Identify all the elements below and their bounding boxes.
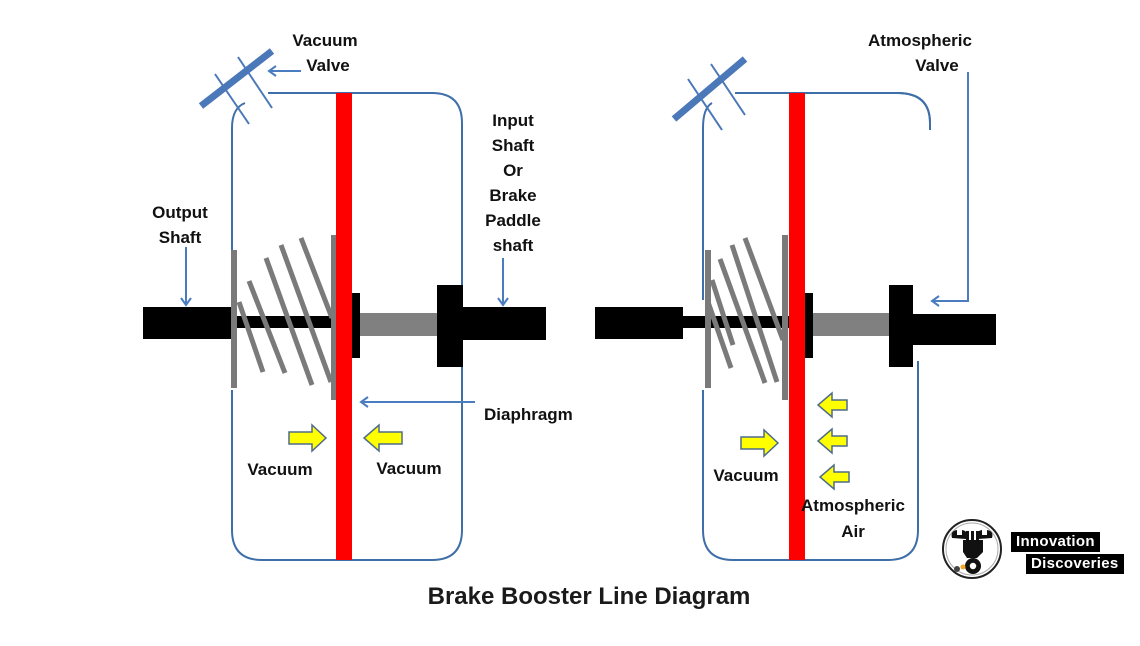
output-shaft-label-1: Output bbox=[152, 203, 208, 222]
right-return-spring bbox=[705, 237, 786, 384]
atmospheric-air-label-1: Atmospheric bbox=[801, 496, 905, 515]
input-shaft-label-4: Brake bbox=[489, 186, 536, 205]
right-diaphragm bbox=[789, 93, 805, 560]
input-shaft-label-1: Input bbox=[492, 111, 534, 130]
vacuum-valve-label-2: Valve bbox=[306, 56, 350, 75]
diagram-title: Brake Booster Line Diagram bbox=[428, 583, 751, 610]
input-shaft-label-2: Shaft bbox=[492, 136, 535, 155]
spring-plate-right bbox=[331, 235, 337, 400]
diaphragm-label: Diaphragm bbox=[484, 405, 573, 424]
right-left-chamber-vacuum-label: Vacuum bbox=[713, 466, 778, 485]
atmospheric-valve-pointer bbox=[930, 72, 969, 307]
right-spring-plate-right bbox=[782, 235, 788, 400]
output-shaft-label-2: Shaft bbox=[159, 228, 202, 247]
atmospheric-valve-label-1: Atmospheric bbox=[868, 31, 972, 50]
right-spring-plate-left bbox=[705, 250, 711, 388]
left-pressure-arrow-right bbox=[288, 423, 328, 453]
output-shaft-pointer bbox=[180, 247, 192, 307]
input-shaft-label-3: Or bbox=[503, 161, 523, 180]
vacuum-valve-icon bbox=[198, 48, 275, 125]
right-housing-top-right bbox=[735, 92, 931, 130]
return-spring bbox=[236, 237, 335, 386]
right-pressure-arrow-vacuum bbox=[740, 428, 780, 458]
atmospheric-air-label-2: Air bbox=[841, 522, 865, 541]
input-shaft-pointer bbox=[497, 258, 509, 307]
wrench-gear-logo-icon bbox=[942, 519, 1002, 579]
spring-plate-left bbox=[231, 250, 237, 388]
input-plunger bbox=[437, 285, 463, 367]
right-output-shaft bbox=[595, 307, 683, 339]
input-shaft-label-6: shaft bbox=[493, 236, 534, 255]
right-pressure-arrow-atm-2 bbox=[816, 427, 848, 455]
right-input-shaft bbox=[912, 314, 996, 345]
diaphragm-hub bbox=[352, 293, 360, 358]
left-chamber-vacuum-label: Vacuum bbox=[247, 460, 312, 479]
brand-name-line-1: Innovation bbox=[1011, 532, 1100, 552]
output-shaft bbox=[143, 307, 231, 339]
input-shaft bbox=[462, 307, 546, 340]
vacuum-valve-pointer bbox=[267, 65, 301, 77]
diaphragm-pointer bbox=[359, 396, 475, 408]
right-pressure-arrow-atm-3 bbox=[818, 463, 850, 491]
right-chamber-vacuum-label: Vacuum bbox=[376, 459, 441, 478]
left-booster-diagram: Vacuum Valve Output Shaft Input Shaft Or… bbox=[143, 31, 573, 561]
left-diaphragm bbox=[336, 93, 352, 560]
right-input-plunger bbox=[889, 285, 913, 367]
atmospheric-side-valve-icon bbox=[671, 56, 748, 131]
input-rod bbox=[360, 313, 438, 336]
atmospheric-valve-label-2: Valve bbox=[915, 56, 959, 75]
brand-name-line-2: Discoveries bbox=[1026, 554, 1124, 574]
left-pressure-arrow-left bbox=[362, 423, 403, 453]
right-input-rod bbox=[813, 313, 891, 336]
right-diaphragm-hub bbox=[805, 293, 813, 358]
input-shaft-label-5: Paddle bbox=[485, 211, 541, 230]
right-booster-diagram: Atmospheric Valve Vacuum Atmospheric Air bbox=[595, 31, 996, 561]
right-pressure-arrow-atm-1 bbox=[816, 391, 848, 419]
vacuum-valve-label-1: Vacuum bbox=[292, 31, 357, 50]
